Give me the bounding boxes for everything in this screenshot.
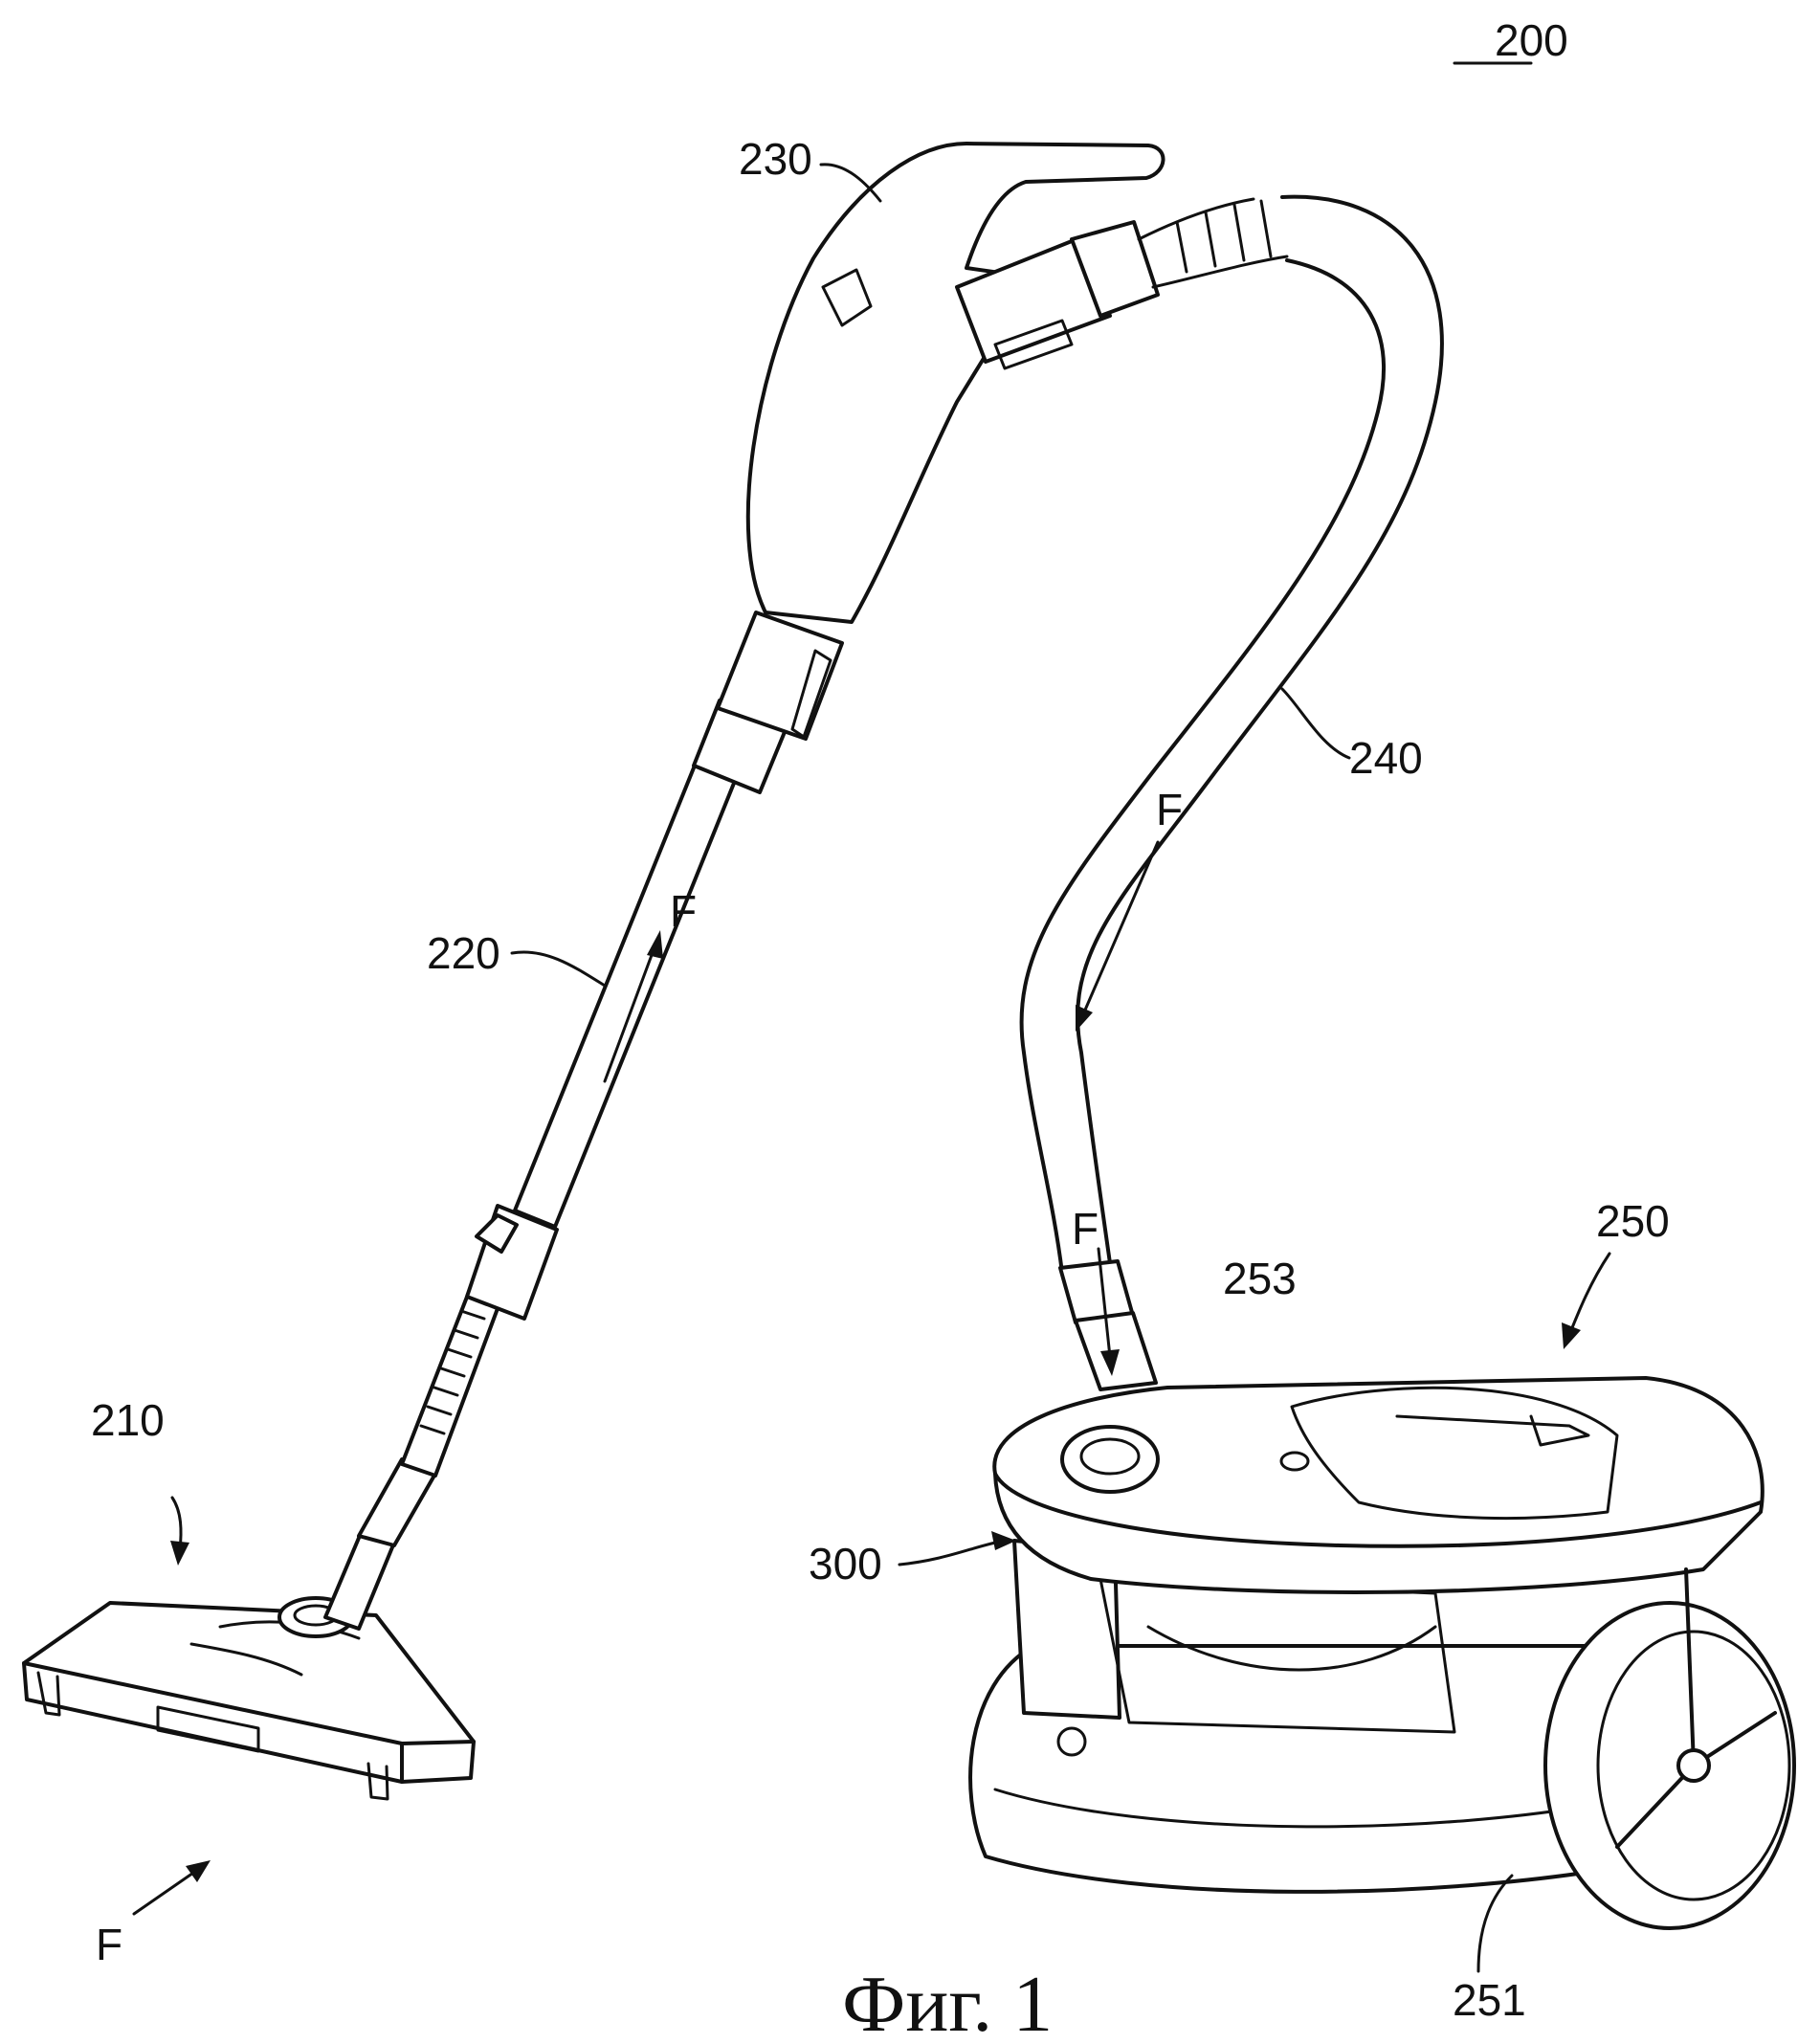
- flow-label-pipe: F: [670, 886, 697, 936]
- label-extension-pipe: 220: [427, 928, 500, 978]
- label-hose: 240: [1349, 733, 1423, 783]
- flow-arrow-hose-lower: [1097, 1247, 1112, 1359]
- label-cover: 253: [1223, 1254, 1297, 1303]
- handle: [745, 142, 1165, 624]
- label-main-body: 250: [1596, 1196, 1670, 1246]
- flow-arrow-pipe: [603, 945, 656, 1083]
- flow-label-hose-lower: F: [1072, 1204, 1099, 1254]
- label-assembly: 200: [1495, 15, 1568, 65]
- leader-lines: [170, 163, 1611, 1973]
- label-handle: 230: [739, 134, 812, 184]
- suction-nozzle: [22, 1596, 476, 1801]
- figure-caption: Фиг. 1: [842, 1960, 1053, 2044]
- flow-arrow-nozzle: [132, 1869, 198, 1916]
- flow-arrows: [132, 840, 1160, 1916]
- main-body: [968, 1376, 1796, 1930]
- label-dust-collector: 300: [809, 1539, 882, 1589]
- flow-arrow-hose-upper: [1081, 840, 1160, 1016]
- flow-label-hose-upper: F: [1156, 785, 1183, 834]
- extension-pipe: [323, 611, 844, 1631]
- label-lower-body: 251: [1453, 1975, 1526, 2025]
- flow-label-nozzle: F: [96, 1920, 122, 1969]
- label-nozzle: 210: [91, 1395, 165, 1445]
